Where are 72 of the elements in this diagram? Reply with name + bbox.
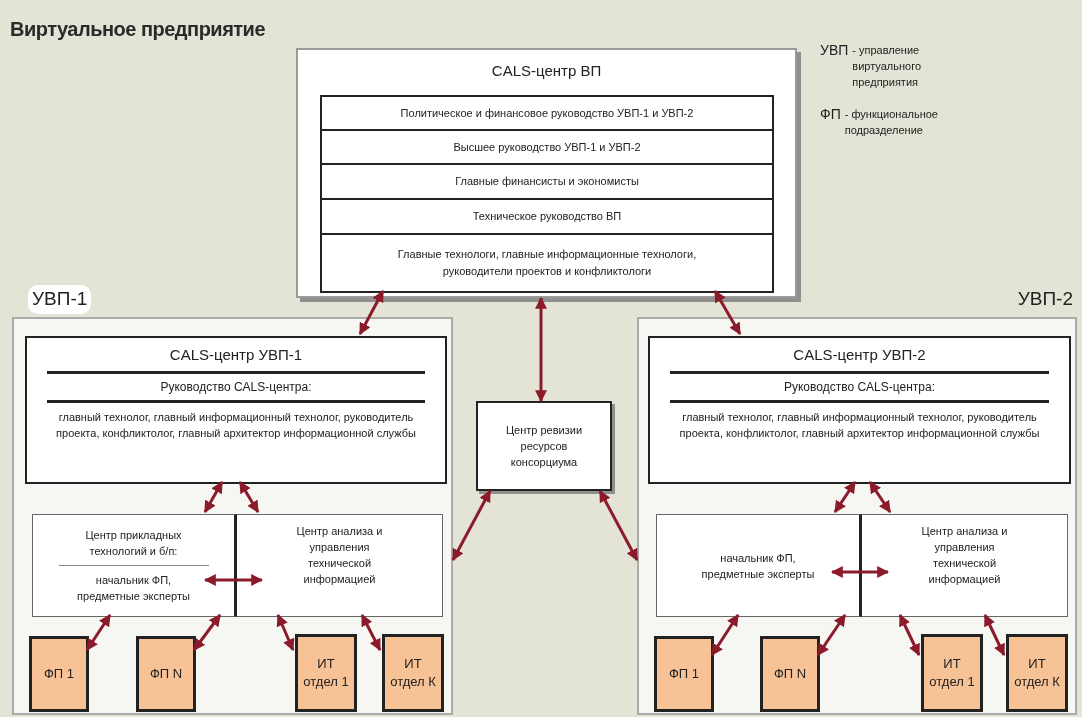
abbreviation: УВП (820, 41, 849, 60)
double-arrow (868, 481, 892, 513)
box-text: CALS-центр УВП-2 (792, 345, 927, 365)
department-box (862, 514, 1068, 617)
box-text: главный технолог, главный информационный технолог, руководитель проекта, конфликтолог, главный архитектор информационной службы (55, 409, 417, 441)
box-text: CALS-центр УВП-1 (168, 345, 304, 365)
double-arrow (192, 614, 222, 651)
double-arrow (203, 574, 264, 586)
box-text: ФП 1 (667, 665, 701, 683)
role-row (320, 129, 774, 165)
abbreviation-meaning: - функциональное подразделение (844, 107, 939, 138)
unit-box (29, 636, 89, 712)
role-row (320, 198, 774, 235)
double-arrow (535, 296, 547, 403)
box-title: CALS-центр ВП (491, 61, 602, 81)
box-text: главный технолог, главный информационный технолог, руководитель проекта, конфликтолог, главный архитектор информационной службы (678, 409, 1041, 441)
box-text: Центр анализа и управления технической информацией (295, 524, 384, 587)
double-arrow (203, 480, 224, 514)
abbreviation-meaning: - управление виртуального предприятия (852, 43, 923, 90)
box-text: Руководство CALS-центра: (159, 378, 313, 396)
double-arrow (276, 613, 295, 652)
box-text: Центр анализа и управления технической информацией (920, 524, 1009, 587)
double-arrow (598, 489, 639, 562)
role-row (320, 163, 774, 200)
double-arrow (816, 614, 847, 656)
box-text: ИТ отдел 1 (928, 655, 976, 691)
double-arrow (238, 480, 260, 514)
cals-center-box (25, 336, 447, 484)
double-arrow (833, 481, 857, 513)
department-box (237, 514, 443, 617)
double-arrow (898, 613, 921, 657)
double-arrow (360, 613, 382, 652)
unit-box (654, 636, 714, 712)
double-arrow (830, 566, 890, 578)
double-arrow (451, 489, 492, 562)
box-text: ИТ отдел К (1013, 655, 1061, 691)
box-text: ФП N (148, 665, 184, 683)
panel-heading: УВП-2 (1017, 287, 1073, 311)
row-text: Политическое и финансовое руководство УВП-1 и УВП-2 (400, 105, 694, 121)
box-text: начальник ФП, предметные эксперты (76, 573, 191, 604)
box-text: ФП N (772, 665, 808, 683)
unit-box (382, 634, 444, 712)
double-arrow (85, 614, 112, 651)
cals-center-box (648, 336, 1071, 484)
unit-box (295, 634, 357, 712)
row-text: Главные технологи, главные информационные технологи, руководители проектов и конфликтологи (396, 247, 698, 279)
box-text: ИТ отдел 1 (302, 655, 350, 691)
box-text: ФП 1 (42, 665, 76, 683)
unit-box (921, 634, 983, 712)
row-text: Техническое руководство ВП (472, 209, 622, 224)
audit-center-box (476, 401, 612, 491)
role-row (320, 95, 774, 131)
box-text: Руководство CALS-центра: (783, 378, 936, 396)
row-text: Главные финансисты и экономисты (455, 174, 639, 189)
box-text: Центр прикладных технологий и б/п: (84, 528, 183, 559)
double-arrow (710, 614, 740, 656)
row-text: Высшее руководство УВП-1 и УВП-2 (453, 139, 641, 155)
panel-heading: УВП-1 (28, 285, 92, 314)
unit-box (760, 636, 820, 712)
role-row (320, 233, 774, 293)
double-arrow (983, 613, 1006, 657)
diagram-title: Виртуальное предприятие (10, 17, 266, 42)
department-box (32, 514, 237, 617)
department-box (656, 514, 862, 617)
box-text: Центр ревизии ресурсов консорциума (504, 423, 584, 470)
unit-box (1006, 634, 1068, 712)
box-text: ИТ отдел К (389, 655, 437, 691)
box-text: начальник ФП, предметные эксперты (700, 550, 816, 582)
unit-box (136, 636, 196, 712)
abbreviation: ФП (820, 105, 841, 124)
double-arrow (713, 289, 742, 336)
double-arrow (358, 289, 385, 336)
